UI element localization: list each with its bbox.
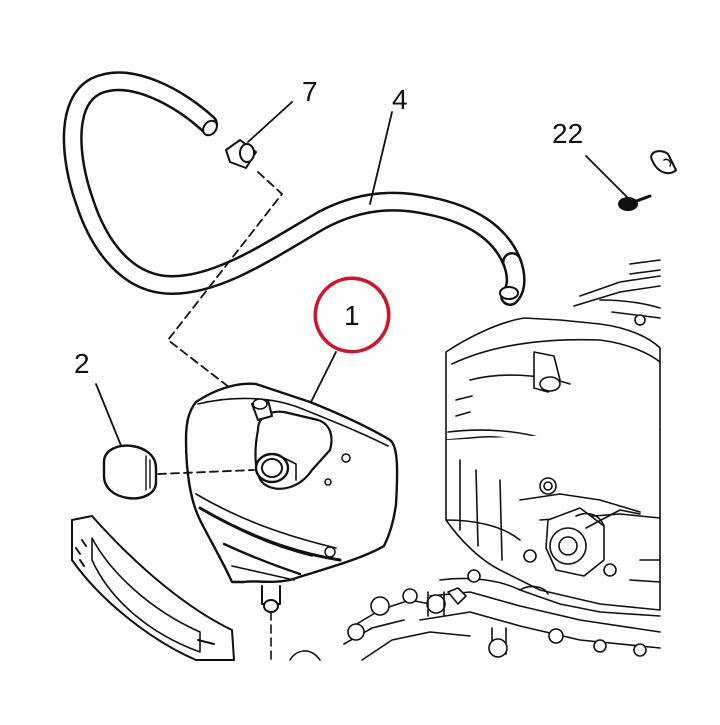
leader-4 <box>369 111 393 205</box>
leader-22 <box>585 155 629 199</box>
reservoir-cap-2 <box>102 444 158 500</box>
callout-1: 1 <box>344 300 360 331</box>
coolant-reservoir-1 <box>184 382 399 661</box>
leader-1 <box>309 351 337 405</box>
hose-7 <box>62 71 522 295</box>
engine-block <box>289 259 661 661</box>
callout-22: 22 <box>552 118 584 149</box>
highlight-circle <box>313 276 391 354</box>
assembly-line-7 <box>167 171 283 409</box>
leader-7 <box>247 101 293 143</box>
hose-clip-7 <box>225 139 257 169</box>
assembly-line-2 <box>157 469 255 475</box>
callout-7: 7 <box>302 76 318 107</box>
callout-2: 2 <box>74 348 90 379</box>
leader-2 <box>95 383 123 449</box>
mounting-bracket <box>71 515 235 661</box>
hose-4 <box>499 252 526 306</box>
bolt-22 <box>618 194 652 211</box>
callout-4: 4 <box>392 84 408 115</box>
